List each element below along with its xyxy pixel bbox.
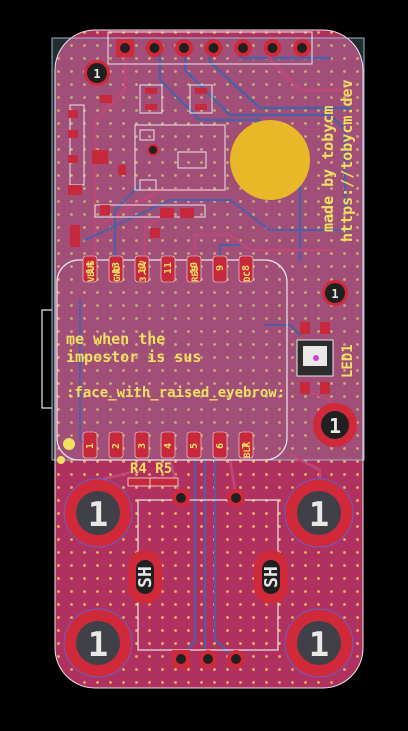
big-mount-pad-top-left: 1 [63,478,133,548]
board-edge-cuts [54,29,364,689]
display-pin-pad: 9 [212,255,228,283]
big-mount-pad-top-left-number: 1 [88,495,108,535]
display-pin-number: 12 [137,262,148,274]
header-pin [204,39,223,57]
switch-pad-top-left [172,489,190,507]
display-pin-number: 1 [85,443,96,449]
display-pin-name: 3.3V [139,260,149,282]
display-pin-name: GND [113,265,123,282]
big-mount-pad-bottom-right: 1 [284,608,354,678]
display-pin-pad: 8DC [238,255,254,283]
top-header-pins [116,39,311,57]
header-pin [175,39,193,57]
header-pin [234,39,252,57]
credit-line-2: https://tobycm.dev [338,79,356,242]
header-pin [293,39,311,57]
led-pad-1: 1 [313,403,357,447]
resistor-r5-footprint [149,477,179,487]
header-pin [116,39,134,57]
big-mount-pad-top-right-number: 1 [309,495,329,535]
mount-hole-top-left: 1 [84,60,110,86]
display-pin-number: 7 [241,443,252,449]
big-mount-pad-bottom-left: 1 [63,608,133,678]
resistor-refs: R4 R5 [130,461,172,477]
display-pin-number: 13 [111,262,122,274]
display-pin-pad: 2 [108,431,124,459]
display-pin-number: 4 [163,443,174,449]
fiducial-marker-small [57,456,65,464]
display-pin-pad: 6 [212,431,228,459]
big-mount-pad-bottom-left-number: 1 [88,625,108,665]
shield-slot-left-label: SH [135,566,156,588]
display-pin-pad: 3 [134,431,150,459]
credit-line-1: made by tobycm [319,106,337,232]
display-pin-number: 9 [215,265,226,271]
mount-hole-right-number: 1 [331,287,338,301]
mount-hole-top-left-number: 1 [93,67,100,81]
big-mount-pad-bottom-right-number: 1 [309,625,329,665]
side-connector-outline [41,309,52,409]
silk-message-line-3: :face_with_raised_eyebrow: [66,385,285,401]
display-pin-name: BLK [243,441,253,458]
display-pin-number: 11 [163,262,174,274]
shield-slot-right-label: SH [261,566,282,588]
display-pin-pad: 123.3V [134,255,150,283]
silk-message-line-1: me when the [66,330,165,348]
display-pin-pad: 11 [160,255,176,283]
top-header-outline [107,31,313,65]
display-pin-name: DC [243,271,253,282]
header-pin [145,39,164,57]
display-pin-pad: 1 [82,431,98,459]
display-pin-number: 8 [241,265,252,271]
shield-slot-left: SH [128,550,162,604]
led-footprint [296,322,334,394]
display-pin-pad: 4 [160,431,176,459]
fiducial-marker [63,438,75,450]
display-pin-number: 2 [111,443,122,449]
display-pin-number: 14 [85,262,96,274]
display-pin-number: 6 [215,443,226,449]
switch-pad-top-right [227,489,245,507]
display-pin-name: RES [191,266,201,282]
smd-components-cluster [68,84,226,247]
display-pin-number: 5 [189,443,200,449]
shield-slot-right: SH [254,550,288,604]
mount-hole-right: 1 [322,280,348,306]
display-pin-number: 10 [189,262,200,274]
led-ref-label: LED1 [340,344,356,378]
switch-pads-bottom [172,650,245,668]
silk-message-line-2: impostor is sus [66,348,201,366]
big-mount-pad-top-right: 1 [284,478,354,548]
display-pin-number: 3 [137,443,148,449]
led-pad-1-number: 1 [329,414,341,438]
display-pin-pad: 5 [186,431,202,459]
gold-contact-pad [230,120,310,200]
header-pin [263,39,282,57]
display-pin-name: VBUS [87,260,97,282]
